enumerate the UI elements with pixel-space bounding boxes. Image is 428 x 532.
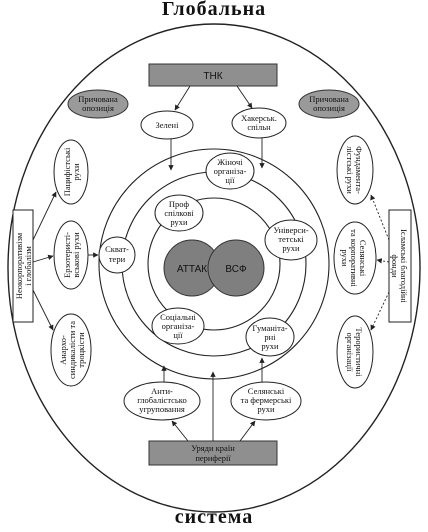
- svg-text:та корпоративні: та корпоративні: [349, 229, 359, 287]
- svg-text:Анархо-: Анархо-: [58, 335, 68, 365]
- svg-text:спілкові: спілкові: [164, 208, 194, 218]
- svg-text:периферії: периферії: [195, 453, 231, 463]
- svg-text:синдикалісти та: синдикалісти та: [67, 321, 77, 379]
- svg-text:рухи: рухи: [282, 243, 300, 253]
- svg-text:рухи: рухи: [170, 217, 188, 227]
- core-ring: [147, 197, 281, 331]
- svg-text:організа-: організа-: [162, 321, 195, 331]
- svg-text:Гуманіта-: Гуманіта-: [252, 323, 287, 333]
- svg-text:опозиція: опозиція: [82, 103, 114, 113]
- svg-text:Фундамента-: Фундамента-: [354, 146, 364, 194]
- svg-text:тетські: тетські: [278, 234, 304, 244]
- svg-text:Універси-: Універси-: [273, 225, 308, 235]
- svg-text:Анти-: Анти-: [151, 386, 173, 396]
- node-greens: Зелені: [140, 110, 194, 140]
- svg-text:угруповання: угруповання: [139, 404, 185, 414]
- box-islamic-funds: Ісламські благодійні фонди: [388, 209, 412, 323]
- svg-text:Ерзотеристі-: Ерзотеристі-: [62, 232, 72, 278]
- svg-text:Неокорпоративізм: Неокорпоративізм: [14, 232, 24, 299]
- connectors: [32, 85, 390, 442]
- svg-text:ції: ції: [225, 175, 235, 185]
- box-periphery-governments: Уряди країн периферії: [148, 440, 278, 466]
- svg-text:Пацифістські: Пацифістські: [62, 147, 72, 196]
- node-anarcho: Анархо- синдикалісти та троцкісти: [50, 313, 92, 387]
- node-hackers: Хакерськ. спільн: [231, 107, 287, 139]
- svg-text:Терористичні: Терористичні: [354, 327, 364, 377]
- svg-text:рухи: рухи: [340, 249, 350, 267]
- svg-text:Уряди країн: Уряди країн: [191, 443, 235, 453]
- svg-text:вськові рухи: вськові рухи: [71, 232, 81, 278]
- svg-text:рухи: рухи: [261, 341, 279, 351]
- svg-text:ВСФ: ВСФ: [225, 264, 247, 275]
- svg-text:організа-: організа-: [214, 166, 247, 176]
- hidden-opposition-left: Причована опозиція: [67, 89, 129, 119]
- core-vsf: ВСФ: [207, 239, 265, 297]
- svg-text:АТТАК: АТТАК: [177, 264, 207, 275]
- svg-text:рні: рні: [264, 332, 276, 342]
- svg-text:Скват-: Скват-: [105, 244, 129, 254]
- svg-text:троцкісти: троцкісти: [76, 332, 86, 368]
- svg-text:та фермерські: та фермерські: [241, 395, 292, 405]
- svg-text:Селянські: Селянські: [358, 240, 368, 277]
- svg-text:тери: тери: [109, 254, 126, 264]
- svg-text:Причована: Причована: [309, 94, 349, 104]
- middle-ring: [98, 148, 330, 380]
- svg-text:опозиція: опозиція: [313, 103, 345, 113]
- node-peasant-corporate: Селянські та корпоративні рухи: [333, 221, 377, 295]
- svg-text:фонди: фонди: [390, 254, 400, 278]
- svg-text:рухи: рухи: [71, 163, 81, 181]
- svg-text:рухи: рухи: [257, 404, 275, 414]
- node-trade-unions: Проф спілкові рухи: [154, 194, 204, 232]
- svg-text:Зелені: Зелені: [156, 120, 180, 130]
- node-antiglobalist: Анти- глобалістсько угруповання: [123, 381, 201, 421]
- svg-text:глобалістсько: глобалістсько: [137, 395, 187, 405]
- node-womens-orgs: Жіночі організа- ції: [205, 152, 255, 190]
- svg-text:Ісламські благодійні: Ісламські благодійні: [399, 229, 409, 303]
- svg-text:Селянські: Селянські: [248, 386, 285, 396]
- node-esoteric: Ерзотеристі- вськові рухи: [53, 220, 89, 290]
- node-fundamentalist: Фундамента- лістські рухи: [336, 135, 374, 205]
- outer-ellipse: [7, 23, 421, 513]
- svg-text:Хакерськ.: Хакерськ.: [241, 113, 277, 123]
- svg-text:Соціальні: Соціальні: [160, 312, 196, 322]
- svg-text:ТНК: ТНК: [203, 71, 222, 82]
- svg-text:і глобалізм: і глобалізм: [23, 246, 33, 286]
- box-tnk: ТНК: [148, 63, 278, 87]
- node-social-orgs: Соціальні організа- ції: [151, 307, 205, 345]
- node-university-movements: Універси- тетські рухи: [264, 219, 318, 261]
- node-terrorist: Терористичні організації: [336, 315, 374, 389]
- svg-text:лістські рухи: лістські рухи: [345, 146, 355, 194]
- svg-text:ції: ції: [173, 330, 183, 340]
- svg-text:Проф: Проф: [169, 199, 190, 209]
- node-squatters: Скват- тери: [98, 236, 136, 274]
- svg-text:Жіночі: Жіночі: [217, 157, 243, 167]
- node-pacifist: Пацифістські рухи: [53, 139, 89, 205]
- node-humanitarian: Гуманіта- рні рухи: [245, 317, 295, 357]
- node-peasant-farmers: Селянські та фермерські рухи: [230, 381, 302, 421]
- title-top: Глобальна: [161, 0, 267, 20]
- svg-text:організації: організації: [345, 332, 355, 372]
- svg-text:спільн: спільн: [247, 122, 271, 132]
- svg-text:Причована: Причована: [78, 94, 118, 104]
- box-neocorporatism: Неокорпоративізм і глобалізм: [12, 209, 34, 323]
- hidden-opposition-right: Причована опозиція: [298, 89, 360, 119]
